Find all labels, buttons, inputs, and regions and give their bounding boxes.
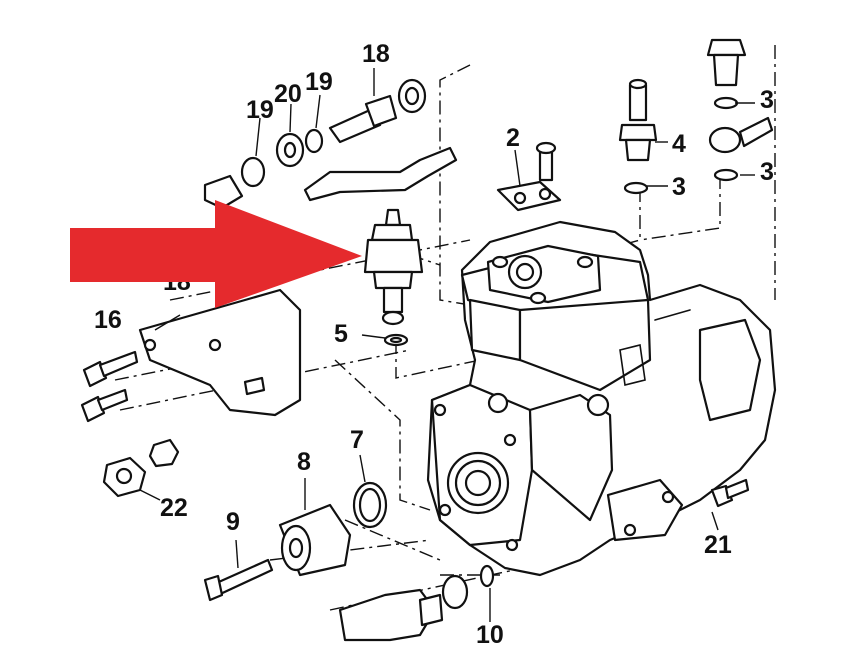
callout-19-upper: 19 [305, 68, 333, 96]
callout-19-lower: 19 [246, 96, 274, 124]
callout-16: 16 [94, 306, 122, 334]
callout-18: 18 [362, 40, 390, 68]
return-pipe-assembly [203, 78, 458, 210]
callout-5: 5 [334, 320, 348, 348]
callout-3-c: 3 [672, 173, 686, 201]
leader-lines [139, 68, 755, 622]
fuel-shutoff-solenoid [363, 208, 424, 347]
bolt-21 [710, 478, 750, 508]
callout-21: 21 [704, 531, 732, 559]
lower-parts [203, 481, 495, 642]
mounting-bracket [80, 288, 302, 423]
callout-10: 10 [476, 621, 504, 649]
callout-3-b: 3 [760, 158, 774, 186]
injection-pump-body [426, 220, 777, 577]
callout-20: 20 [274, 80, 302, 108]
red-arrow [70, 200, 362, 308]
callout-7: 7 [350, 426, 364, 454]
callout-4: 4 [672, 130, 686, 158]
nuts [102, 438, 180, 498]
callout-3-a: 3 [760, 86, 774, 114]
top-fittings [496, 38, 774, 212]
callout-8: 8 [297, 448, 311, 476]
callout-9: 9 [226, 508, 240, 536]
callout-2: 2 [506, 124, 520, 152]
callout-22: 22 [160, 494, 188, 522]
